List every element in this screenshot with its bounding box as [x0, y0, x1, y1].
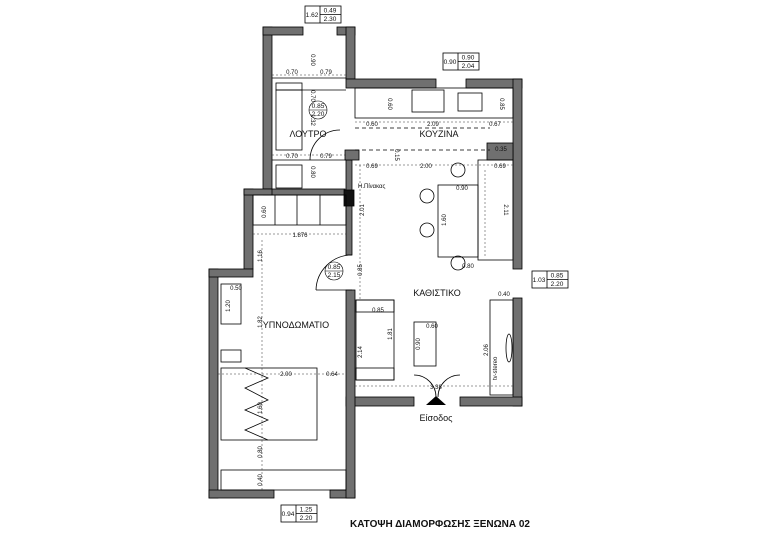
door-height-label: 2.15: [328, 272, 341, 279]
dim-label: 1.82: [258, 316, 264, 328]
wall-bed-left: [208, 268, 219, 499]
dim-label: 1.60: [258, 402, 264, 414]
wall-kitchen-right-end: [344, 149, 360, 161]
window-box-bottom: 0.94 1.25 2.20: [280, 504, 318, 523]
window-width-label: 0.85: [551, 273, 564, 280]
window-width-label: 0.49: [324, 8, 337, 15]
window-width-label: 0.90: [462, 55, 475, 62]
wall-right-upper: [512, 78, 523, 270]
dim-label: 0.64: [326, 372, 338, 378]
wall-bottom-living-left: [345, 396, 415, 407]
window-box-right: 1.03 0.85 2.20: [531, 270, 569, 289]
entrance-label: Είσοδος: [420, 413, 454, 423]
plan-title: ΚΑΤΟΨΗ ΔΙΑΜΟΡΦΩΣΗΣ ΞΕΝΩΝΑ 02: [350, 519, 530, 530]
dim-label: 0.60: [262, 206, 268, 218]
dimension-lines: [218, 74, 513, 490]
dim-label: 0.15: [393, 149, 399, 161]
window-height-label: 2.04: [462, 63, 475, 70]
dim-label: 3.38: [430, 385, 442, 391]
dim-label: 0.80: [258, 446, 264, 458]
window-sill-label: 1.03: [533, 277, 546, 284]
dim-label: 0.70: [286, 70, 298, 76]
room-label-bedroom: ΥΠΝΟΔΩΜΑΤΙΟ: [263, 320, 329, 330]
dimension-labels: 0.70 0.79 0.90 0.70 1.32 0.70 0.79 0.80 …: [226, 54, 510, 486]
window-box-kitchen: 0.90 0.90 2.04: [442, 52, 480, 71]
dim-label: 0.60: [426, 324, 438, 330]
wall-bath-right: [345, 26, 356, 80]
dim-label: 0.79: [320, 70, 332, 76]
walls: [208, 26, 523, 499]
dim-label: 0.40: [258, 474, 264, 486]
wall-partition-mid: [345, 159, 353, 256]
wall-kitchen-top-left: [345, 78, 437, 89]
wall-bed-bottom-left: [208, 489, 275, 499]
door-width-label: 0.85: [328, 264, 341, 271]
door-width-label: 0.85: [312, 103, 325, 110]
dim-label: 0.79: [320, 154, 332, 160]
window-width-label: 1.25: [300, 507, 313, 514]
wall-bed-upper-join: [243, 188, 273, 196]
dim-label: 0.35: [495, 147, 507, 153]
wall-bed-top: [208, 268, 254, 278]
dim-label: 0.60: [386, 98, 392, 110]
window-height-label: 2.20: [551, 281, 564, 288]
interior-lines: [220, 77, 514, 491]
dim-label: 1.32: [309, 114, 315, 126]
dim-label: 0.70: [286, 154, 298, 160]
dim-label: 0.70: [309, 90, 315, 102]
dim-label: 1.876: [292, 233, 308, 239]
room-label-kitchen: ΚΟΥΖΙΝΑ: [420, 129, 459, 139]
entrance-arrow-icon: [426, 396, 446, 405]
dim-label: 2.01: [360, 204, 366, 216]
tv-label: tv-stereo: [493, 356, 499, 380]
wall-bath-left: [262, 26, 273, 190]
dim-label: 2.00: [420, 164, 432, 170]
dim-label: 0.69: [494, 164, 506, 170]
dim-label: 2.06: [484, 344, 490, 356]
panel-label: Η.Πίνακας: [358, 184, 386, 190]
dim-label: 0.80: [309, 166, 315, 178]
wall-bed-right: [345, 289, 356, 499]
dim-label: 0.40: [498, 292, 510, 298]
wall-bed-upper-left: [243, 188, 254, 270]
dim-label: 0.50: [230, 286, 242, 292]
wall-bath-bottom: [262, 188, 346, 196]
dim-label: 0.90: [456, 186, 468, 192]
window-box-top-bath: 1.62 0.49 2.30: [304, 5, 342, 24]
wall-right-lower: [512, 297, 523, 407]
dim-label: 2.09: [427, 122, 439, 128]
dim-label: 0.80: [462, 264, 474, 270]
wall-panel: [343, 189, 355, 207]
dim-label: 1.16: [258, 250, 264, 262]
room-label-living: ΚΑΘΙΣΤΙΚΟ: [413, 288, 461, 298]
room-label-bathroom: ΛΟΥΤΡΟ: [289, 129, 326, 139]
dim-label: 0.67: [489, 122, 501, 128]
door-box-bath: 0.85 2.20: [308, 100, 328, 120]
dim-label: 1.20: [226, 300, 232, 312]
dim-label: 0.85: [358, 264, 364, 276]
window-sill-label: 0.90: [444, 59, 457, 66]
dim-label: 1.81: [388, 328, 394, 340]
window-height-label: 2.30: [324, 16, 337, 23]
dim-label: 1.60: [442, 214, 448, 226]
door-height-label: 2.20: [312, 111, 325, 118]
dim-label: 0.90: [416, 338, 422, 350]
dim-label: 0.85: [498, 98, 504, 110]
dim-label: 0.85: [372, 308, 384, 314]
door-box-bedroom: 0.85 2.15: [324, 261, 344, 281]
dim-label: 2.14: [358, 346, 364, 358]
window-height-label: 2.20: [300, 515, 313, 522]
dim-label: 0.69: [366, 164, 378, 170]
dim-label: 2.00: [280, 372, 292, 378]
wall-bottom-living-right: [459, 396, 523, 407]
window-sill-label: 0.94: [282, 511, 295, 518]
dim-label: 0.90: [309, 54, 315, 66]
wall-bath-top: [262, 26, 304, 36]
dim-label: 2.11: [502, 204, 508, 216]
window-sill-label: 1.62: [306, 12, 319, 19]
dim-label: 0.60: [366, 122, 378, 128]
